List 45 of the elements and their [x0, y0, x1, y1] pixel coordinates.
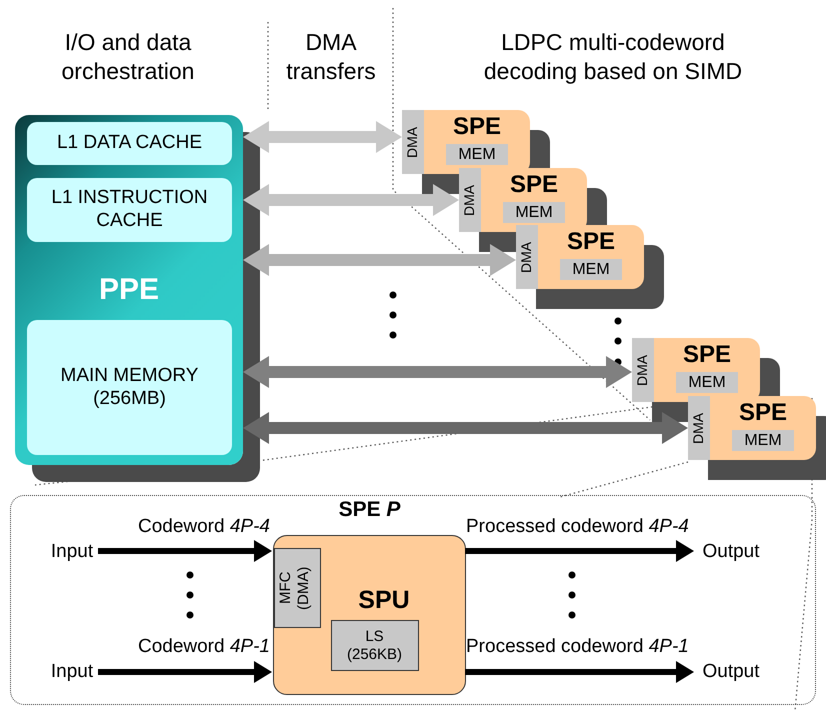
controller-block: MFC (DMA) — [274, 548, 320, 628]
io-label: Output — [695, 660, 767, 684]
processor-card — [688, 396, 816, 460]
processor-title: SPE — [508, 171, 560, 199]
io-label: Input — [45, 660, 99, 684]
arrow — [98, 540, 272, 562]
column-heading: DMA transfers — [285, 28, 377, 86]
storage-block: LS (256KB) — [330, 620, 418, 671]
unit-title: SPU — [357, 586, 411, 614]
column-heading: LDPC multi-codeword decoding based on SIMD — [482, 28, 744, 86]
memory-tag: MEM — [503, 202, 565, 223]
processor-title: SPE P — [338, 498, 402, 522]
memory-tag: MEM — [560, 259, 622, 280]
memory-block: MAIN MEMORY (256MB) — [27, 320, 232, 455]
arrow — [465, 661, 694, 683]
memory-block: L1 INSTRUCTION CACHE — [27, 178, 232, 242]
processor-card — [459, 168, 587, 232]
dma-strip: DMA — [632, 338, 654, 402]
processor-panel — [15, 115, 243, 465]
arrow — [98, 661, 272, 683]
memory-tag: MEM — [676, 372, 738, 393]
processor-title: SPE — [738, 399, 788, 427]
processor-title: SPE — [452, 113, 502, 141]
dma-strip: DMA — [459, 168, 481, 232]
processor-card — [632, 338, 760, 402]
dma-strip: DMA — [516, 225, 538, 289]
io-label: Input — [45, 540, 99, 564]
dma-strip: DMA — [402, 110, 424, 174]
processor-title: SPE — [566, 228, 616, 256]
memory-tag: MEM — [732, 430, 794, 451]
memory-block: L1 DATA CACHE — [27, 122, 232, 165]
column-heading: I/O and data orchestration — [60, 28, 196, 86]
double-arrow — [243, 121, 402, 153]
io-label: Output — [695, 540, 767, 564]
double-arrow — [243, 412, 688, 444]
double-arrow — [243, 244, 516, 276]
processor-card — [516, 225, 644, 289]
processor-card — [402, 110, 530, 174]
double-arrow — [243, 184, 459, 216]
dma-strip: DMA — [688, 396, 710, 460]
memory-tag: MEM — [446, 144, 508, 165]
double-arrow — [243, 356, 632, 388]
processor-title: PPE — [98, 273, 160, 307]
arrow — [465, 540, 694, 562]
processor-title: SPE — [682, 341, 732, 369]
